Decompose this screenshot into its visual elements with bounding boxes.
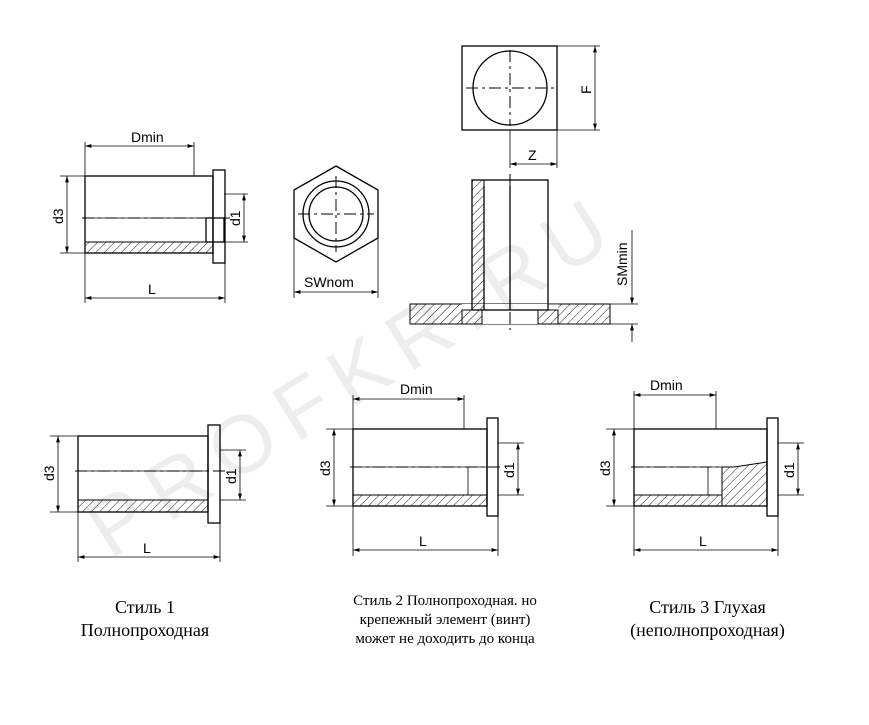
- style2-d1-label: d1: [501, 462, 517, 478]
- style1-caption: Стиль 1 Полнопроходная: [40, 596, 250, 642]
- style3-flange: [766, 417, 779, 517]
- style1-d1-label: d1: [223, 468, 239, 484]
- style3-dmin-label: Dmin: [650, 377, 683, 393]
- style3-blind-end: [721, 461, 768, 507]
- square-view: F Z: [461, 45, 600, 168]
- installed-section-view: SMmin: [409, 174, 638, 342]
- style2-caption: Стиль 2 Полнопроходная. но крепежный эле…: [300, 592, 590, 650]
- style2-wall-hatch: [352, 494, 488, 507]
- dim-sm-label: SMmin: [614, 242, 630, 286]
- style1-flange: [207, 424, 221, 524]
- dim-d3-label: d3: [50, 208, 66, 224]
- style3-d3-label: d3: [597, 460, 613, 476]
- standoff-body: [84, 175, 214, 254]
- square-outline: [461, 45, 558, 131]
- style2-dmin-label: Dmin: [400, 381, 433, 397]
- style3-view: Dmin d3 d1 L: [597, 377, 804, 556]
- dim-dmin-label: Dmin: [131, 129, 164, 145]
- style2-d3-label: d3: [317, 460, 333, 476]
- style2-view: Dmin d3 d1 L: [317, 381, 524, 556]
- hex-outer-circle: [302, 180, 370, 248]
- standoff-wall-hatch: [84, 241, 214, 254]
- dim-l-label: L: [148, 281, 156, 297]
- dim-sw-label: SWnom: [304, 274, 354, 290]
- style3-caption-line: Стиль 3 Глухая: [649, 597, 766, 617]
- style2-caption-line: Стиль 2 Полнопроходная. но: [353, 593, 537, 609]
- style1-view: d3 d1 L: [41, 424, 246, 562]
- style2-caption-line: может не доходить до конца: [355, 631, 535, 648]
- style2-caption-line: крепежный элемент (винт): [359, 612, 531, 629]
- style1-caption-line: Полнопроходная: [80, 620, 210, 641]
- hex-view: SWnom: [293, 165, 379, 298]
- dim-z-label: Z: [528, 147, 537, 163]
- style3-d1-label: d1: [781, 462, 797, 478]
- style3-caption: Стиль 3 Глухая (неполнопроходная): [590, 596, 825, 642]
- style1-l-label: L: [143, 540, 151, 556]
- style3-caption-line: (неполнопроходная): [630, 620, 785, 641]
- style1-caption-line: Стиль 1: [115, 597, 175, 617]
- standoff-flange: [212, 169, 226, 264]
- style3-l-label: L: [699, 533, 707, 549]
- dim-f-label: F: [578, 85, 594, 94]
- standoff-thread: [205, 217, 225, 243]
- hex-outline: [293, 165, 379, 263]
- top-standoff-view: Dmin d3 d1 L: [50, 129, 248, 303]
- style1-d3-label: d3: [41, 465, 57, 481]
- dim-d1-label: d1: [227, 210, 243, 226]
- watermark-text: PROFKR.RU: [71, 175, 636, 575]
- style3-wall-hatch: [633, 494, 723, 507]
- style2-l-label: L: [419, 533, 427, 549]
